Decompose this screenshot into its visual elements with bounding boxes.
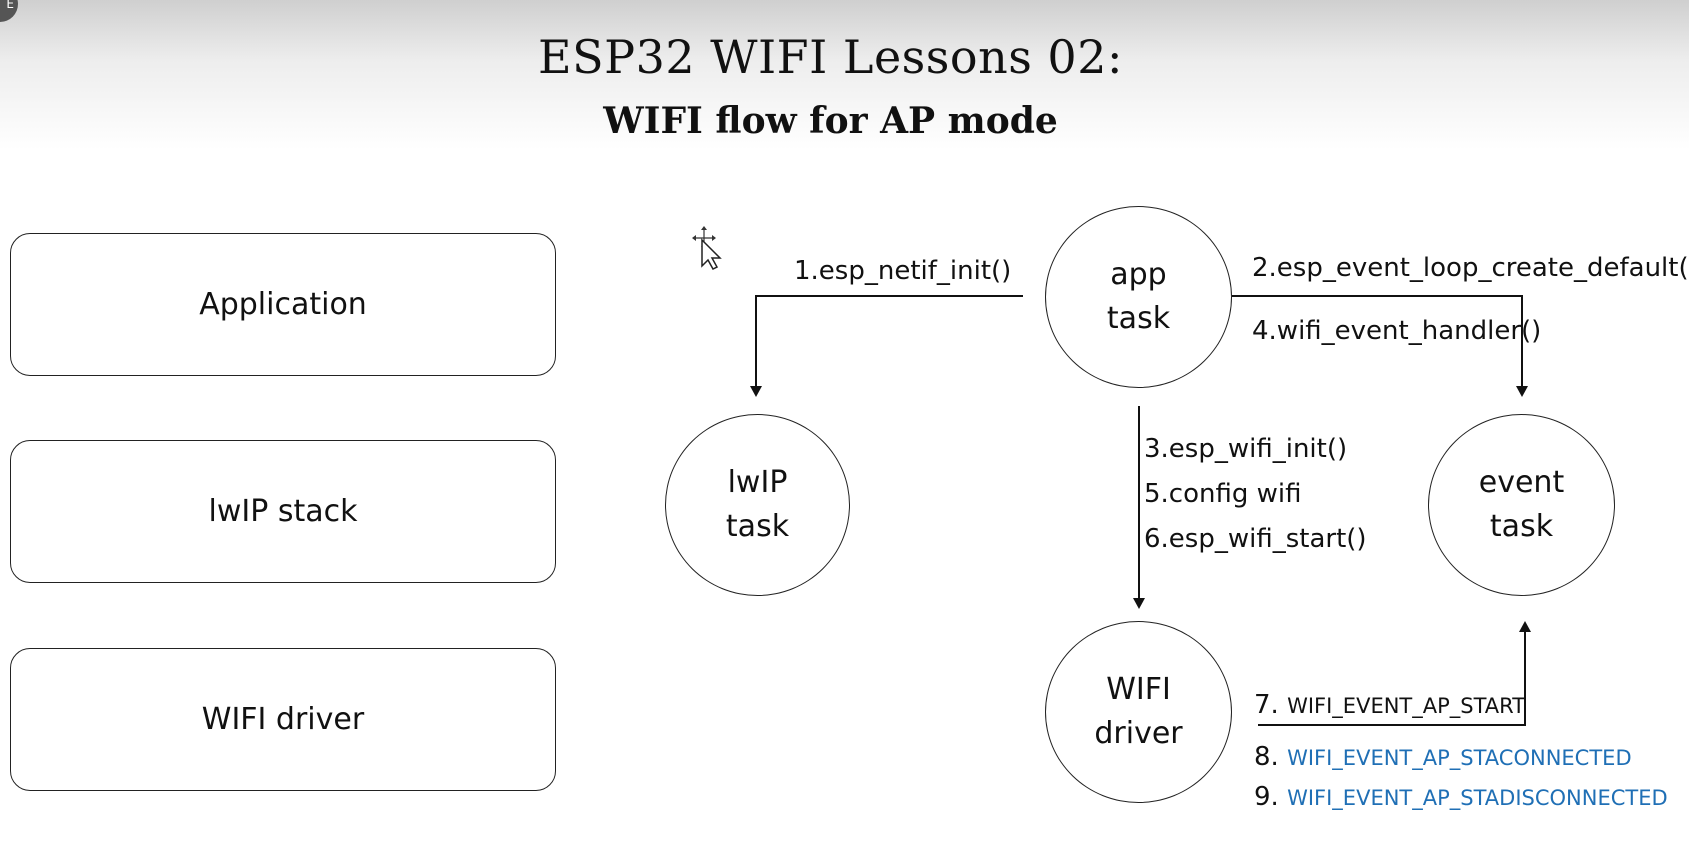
step-2-label: 2.esp_event_loop_create_default( <box>1252 253 1689 283</box>
step-7-number: 7. <box>1254 690 1279 720</box>
arrowhead-event-top <box>1516 386 1528 397</box>
step-8-number: 8. <box>1254 742 1279 772</box>
arrowhead-wifi <box>1133 598 1145 609</box>
step-8-label: 8. WIFI_EVENT_AP_STACONNECTED <box>1254 742 1632 772</box>
layer-application-label: Application <box>199 287 367 322</box>
layer-lwip-stack-label: lwIP stack <box>208 494 358 529</box>
layer-application-box: Application <box>10 233 556 376</box>
event-task-label-line1: event <box>1478 465 1565 500</box>
lwip-task-node: lwIP task <box>665 414 850 596</box>
step-3-label: 3.esp_wifi_init() <box>1144 434 1348 464</box>
arrowhead-lwip <box>750 386 762 397</box>
wifi-driver-label-line1: WIFI <box>1106 672 1171 707</box>
step-7-event: WIFI_EVENT_AP_START <box>1287 694 1526 718</box>
page-subtitle: WIFI flow for AP mode <box>603 100 1058 142</box>
arrowhead-event-bottom <box>1519 621 1531 632</box>
app-task-label-line2: task <box>1106 301 1171 336</box>
lwip-task-label-line1: lwIP <box>727 465 788 500</box>
app-task-node: app task <box>1045 206 1232 388</box>
step-5-label: 5.config wifi <box>1144 479 1302 509</box>
step-6-label: 6.esp_wifi_start() <box>1144 524 1367 554</box>
wifi-driver-label-line2: driver <box>1094 716 1183 751</box>
move-cursor-icon <box>692 226 722 270</box>
step-8-event: WIFI_EVENT_AP_STACONNECTED <box>1287 746 1632 770</box>
event-task-node: event task <box>1428 414 1615 596</box>
arrow-app-to-lwip <box>755 295 1023 394</box>
step-1-label: 1.esp_netif_init() <box>794 256 1012 286</box>
layer-lwip-stack-box: lwIP stack <box>10 440 556 583</box>
event-task-label-line2: task <box>1489 509 1554 544</box>
layer-wifi-driver-label: WIFI driver <box>201 702 365 737</box>
lwip-task-label-line2: task <box>725 509 790 544</box>
step-9-number: 9. <box>1254 782 1279 812</box>
page-title: ESP32 WIFI Lessons 02: <box>538 30 1123 84</box>
step-4-label: 4.wifi_event_handler() <box>1252 316 1542 346</box>
wifi-driver-node: WIFI driver <box>1045 621 1232 803</box>
step-9-event: WIFI_EVENT_AP_STADISCONNECTED <box>1287 786 1668 810</box>
step-9-label: 9. WIFI_EVENT_AP_STADISCONNECTED <box>1254 782 1668 812</box>
arrow-app-to-event <box>1232 295 1523 394</box>
app-task-label-line1: app <box>1110 257 1167 292</box>
layer-wifi-driver-box: WIFI driver <box>10 648 556 791</box>
step-7-label: 7. WIFI_EVENT_AP_START <box>1254 690 1525 720</box>
arrow-wifi-to-event <box>1258 624 1526 726</box>
